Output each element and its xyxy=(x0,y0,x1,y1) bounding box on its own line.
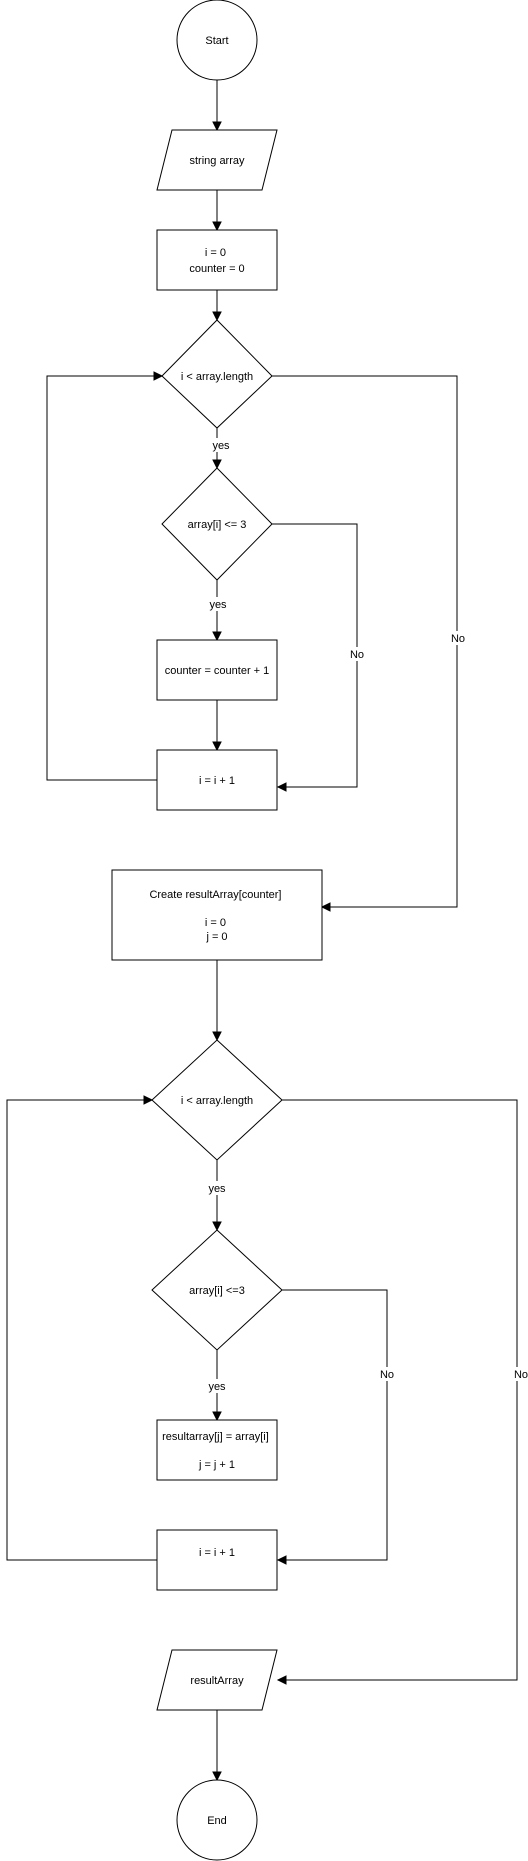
edge-loop2-no xyxy=(282,1099,518,1681)
init-line: i = 0 xyxy=(205,247,226,259)
arrowhead xyxy=(212,631,222,642)
output-node: resultArray xyxy=(156,1649,278,1711)
assign-result-line: j = j + 1 xyxy=(198,1459,235,1471)
loop2-increment-label: i = i + 1 xyxy=(199,1547,235,1559)
init-label: i = 0 counter = 0 xyxy=(189,247,244,275)
arrowhead xyxy=(153,371,164,381)
loop2-condition-label: i < array.length xyxy=(181,1095,253,1107)
create-result-line: i = 0 xyxy=(205,917,226,929)
check2-decision-node: array[i] <=3 xyxy=(151,1229,283,1351)
init-line: counter = 0 xyxy=(189,263,244,275)
end-label: End xyxy=(207,1815,227,1827)
assign-result-node: resultarray[j] = array[i] j = j + 1 xyxy=(156,1419,278,1481)
arrowhead xyxy=(320,902,331,912)
arrowhead xyxy=(212,311,222,322)
edge-label-loop2-no: No xyxy=(514,1369,528,1381)
edge-loop1-no xyxy=(272,375,458,908)
arrowhead xyxy=(143,1095,154,1105)
arrowhead xyxy=(212,1221,222,1232)
arrowhead xyxy=(212,1031,222,1042)
edge-label-check2-no: No xyxy=(380,1369,394,1381)
edge-label-loop2-yes: yes xyxy=(208,1183,226,1195)
end-node: End xyxy=(176,1779,258,1861)
assign-result-label: resultarray[j] = array[i] j = j + 1 xyxy=(162,1431,272,1471)
arrowhead xyxy=(212,221,222,232)
loop1-decision-node: i < array.length xyxy=(161,319,273,429)
arrowhead xyxy=(212,1771,222,1782)
loop1-increment-node: i = i + 1 xyxy=(156,749,278,811)
arrowhead xyxy=(212,1411,222,1422)
loop2-decision-node: i < array.length xyxy=(151,1039,283,1161)
check1-decision-node: array[i] <= 3 xyxy=(161,467,273,581)
start-label: Start xyxy=(205,35,228,47)
check1-condition-label: array[i] <= 3 xyxy=(188,519,247,531)
arrowhead xyxy=(276,1555,287,1565)
create-result-line: Create resultArray[counter] xyxy=(149,889,281,901)
create-result-line: j = 0 xyxy=(205,931,227,943)
edge-label-check2-yes: yes xyxy=(208,1381,226,1393)
assign-result-line: resultarray[j] = array[i] xyxy=(162,1431,269,1443)
nodes: Start string array i = 0 counter = 0 i <… xyxy=(111,0,323,1861)
loop1-increment-label: i = i + 1 xyxy=(199,775,235,787)
arrowhead xyxy=(276,782,287,792)
input-label: string array xyxy=(189,155,245,167)
init-node: i = 0 counter = 0 xyxy=(156,229,278,291)
create-result-label: Create resultArray[counter] i = 0 j = 0 xyxy=(149,889,284,943)
edge-labels: yes yes No No yes yes No No xyxy=(204,438,528,1393)
arrowhead xyxy=(212,459,222,470)
start-node: Start xyxy=(176,0,258,81)
counter-increment-node: counter = counter + 1 xyxy=(156,639,278,701)
edge-label-check1-no: No xyxy=(350,649,364,661)
arrowhead xyxy=(276,1675,287,1685)
arrowhead xyxy=(212,741,222,752)
edge-label-check1-yes: yes xyxy=(209,599,227,611)
edge-loop2-back xyxy=(6,1099,157,1561)
loop1-condition-label: i < array.length xyxy=(181,371,253,383)
edge-loop1-back xyxy=(46,375,157,781)
arrowhead xyxy=(212,121,222,132)
output-label: resultArray xyxy=(190,1675,244,1687)
check2-condition-label: array[i] <=3 xyxy=(189,1285,245,1297)
create-result-node: Create resultArray[counter] i = 0 j = 0 xyxy=(111,869,323,961)
input-node: string array xyxy=(156,129,278,191)
counter-increment-label: counter = counter + 1 xyxy=(165,665,270,677)
edge-check1-no xyxy=(272,523,358,788)
loop2-increment-node: i = i + 1 xyxy=(156,1529,278,1591)
edge-label-loop1-no: No xyxy=(451,633,465,645)
edge-check2-no xyxy=(282,1289,388,1561)
edge-label-loop1-yes: yes xyxy=(212,440,230,452)
